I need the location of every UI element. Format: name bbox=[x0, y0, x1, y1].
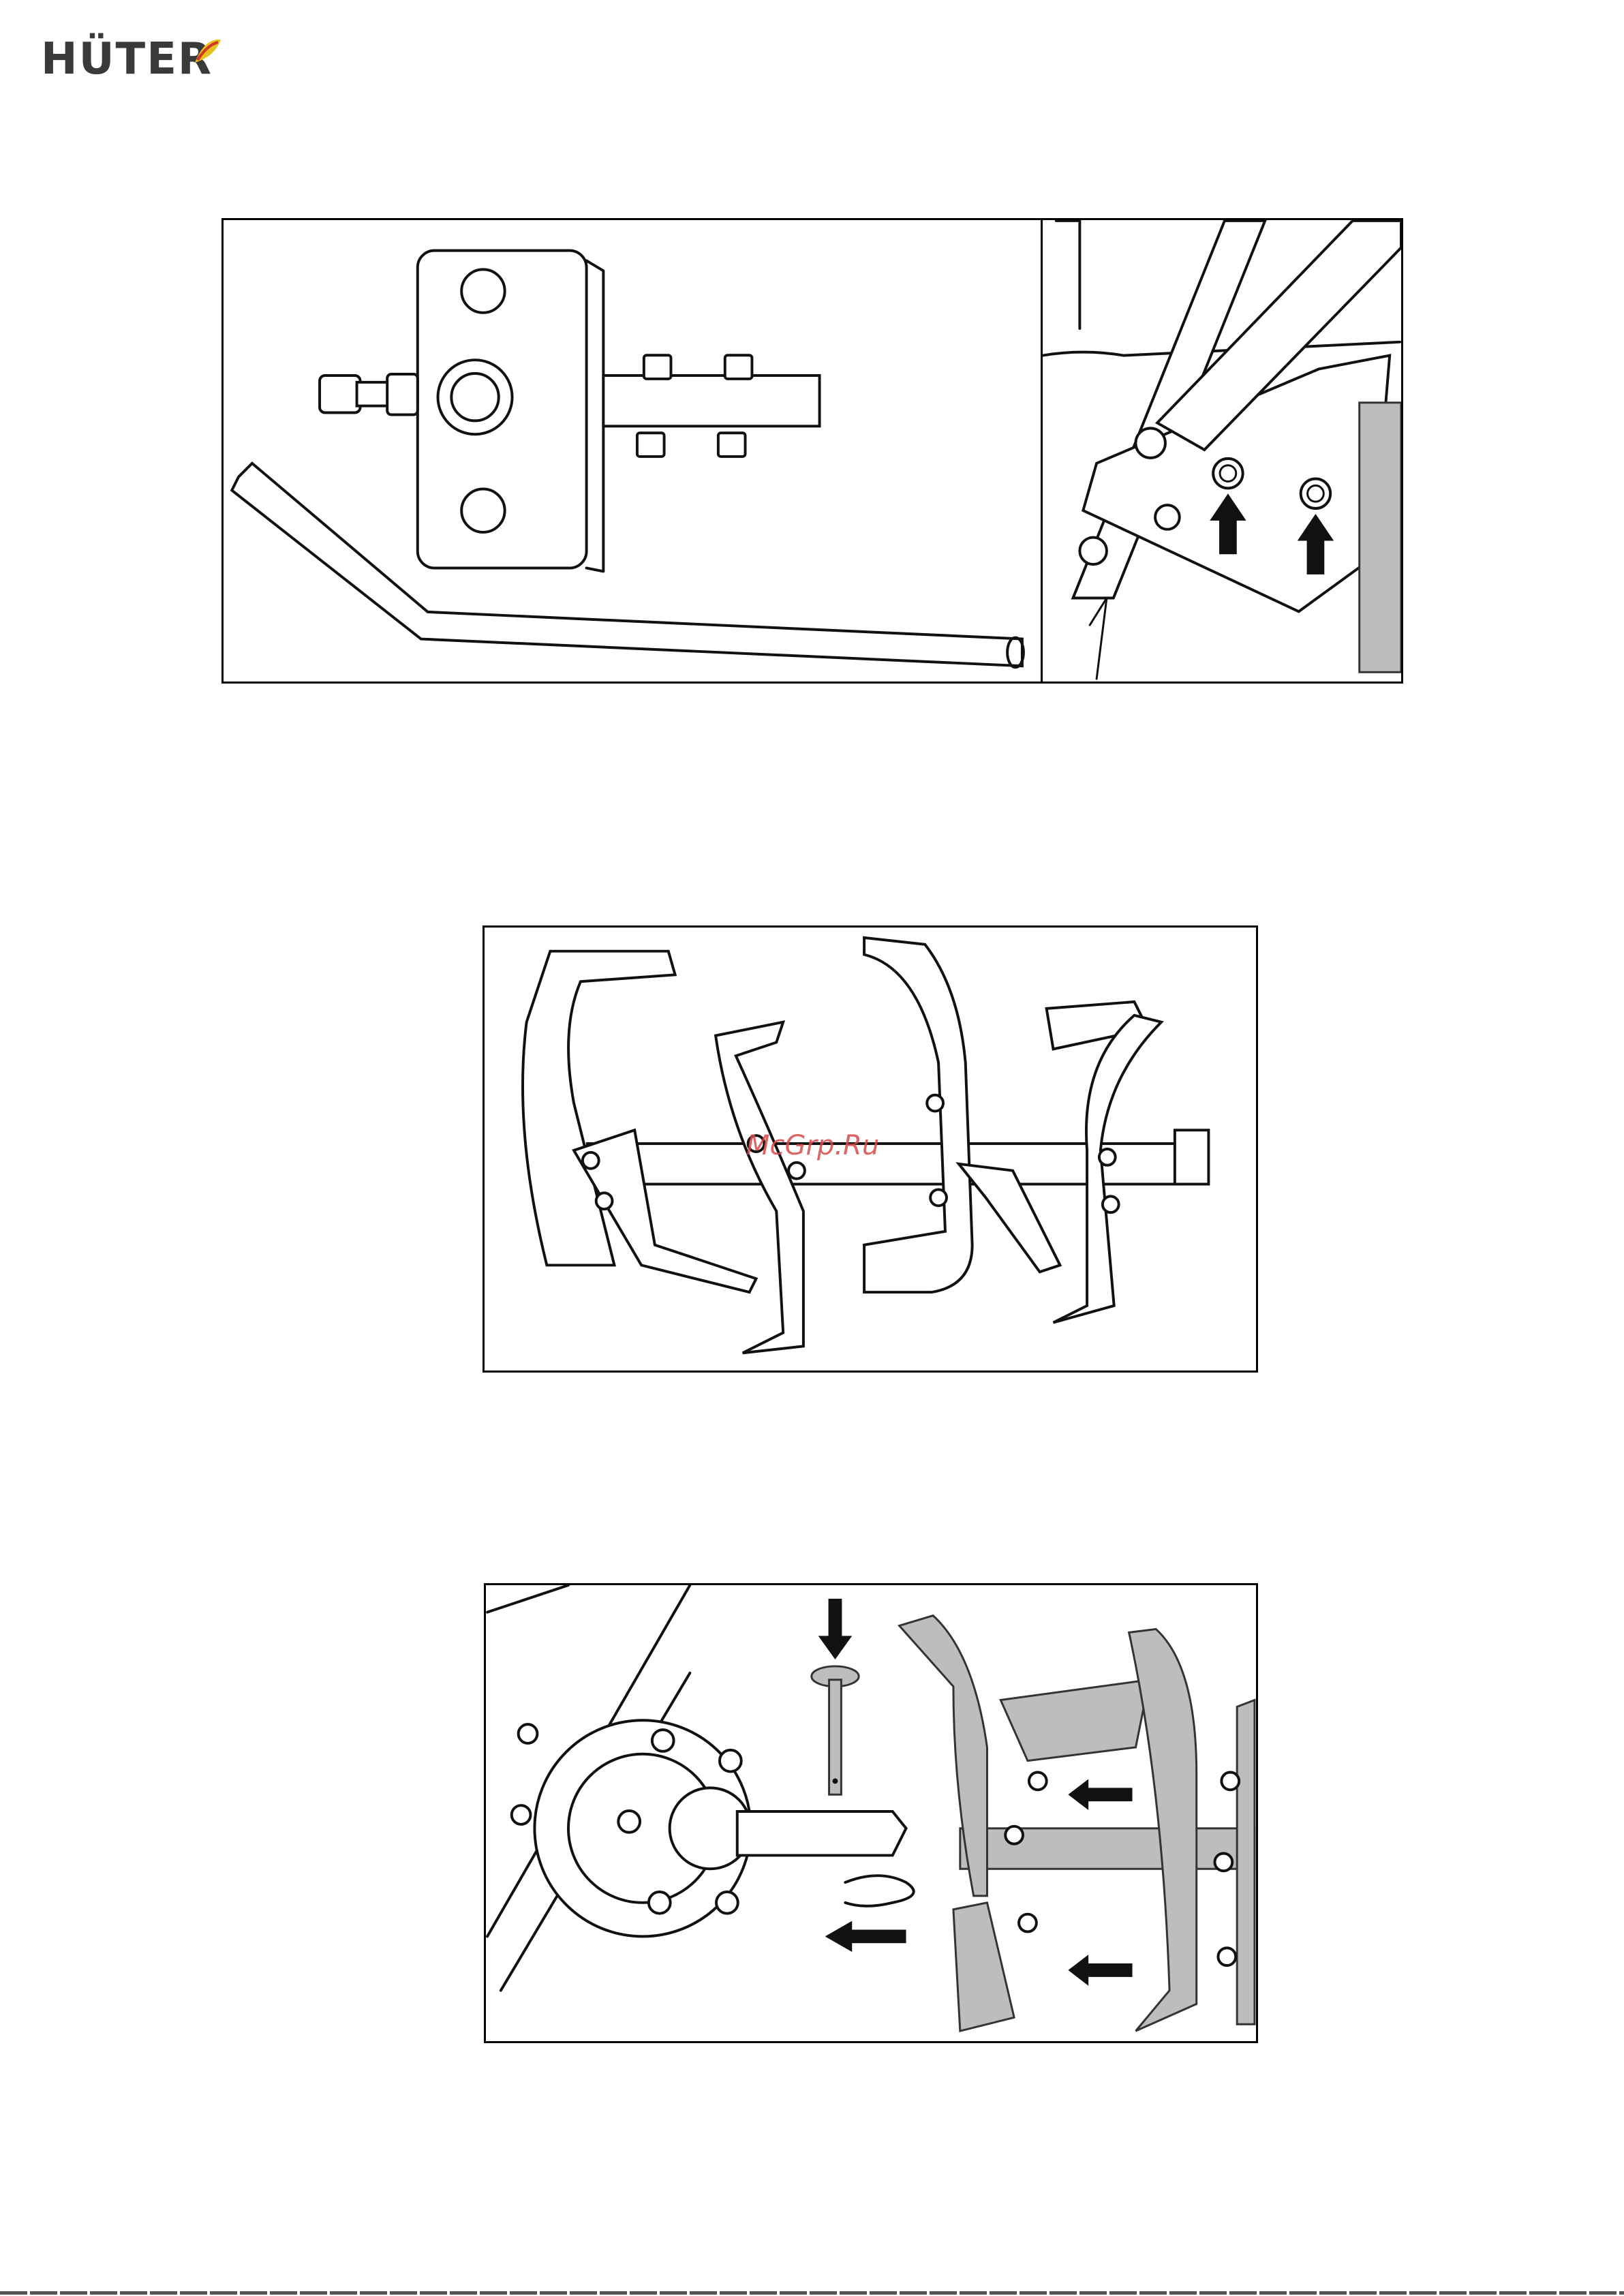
figure-frame-bolts bbox=[1041, 218, 1403, 684]
figure-cutter-mounting bbox=[484, 1583, 1258, 2043]
brand-logo: HÜTER bbox=[41, 34, 218, 89]
cutter-mounting-on-shaft-drawing-icon bbox=[486, 1585, 1256, 2041]
figure-bracket-handle bbox=[221, 218, 1043, 684]
wheel-bracket-and-handle-drawing-icon bbox=[224, 220, 1041, 682]
brand-leaf-icon bbox=[191, 35, 224, 68]
brand-name: HÜTER bbox=[41, 34, 213, 85]
page-bottom-rule bbox=[0, 2291, 1624, 2295]
watermark-text: McGrp.Ru bbox=[746, 1130, 879, 1161]
frame-bolts-with-arrows-drawing-icon bbox=[1043, 220, 1401, 682]
